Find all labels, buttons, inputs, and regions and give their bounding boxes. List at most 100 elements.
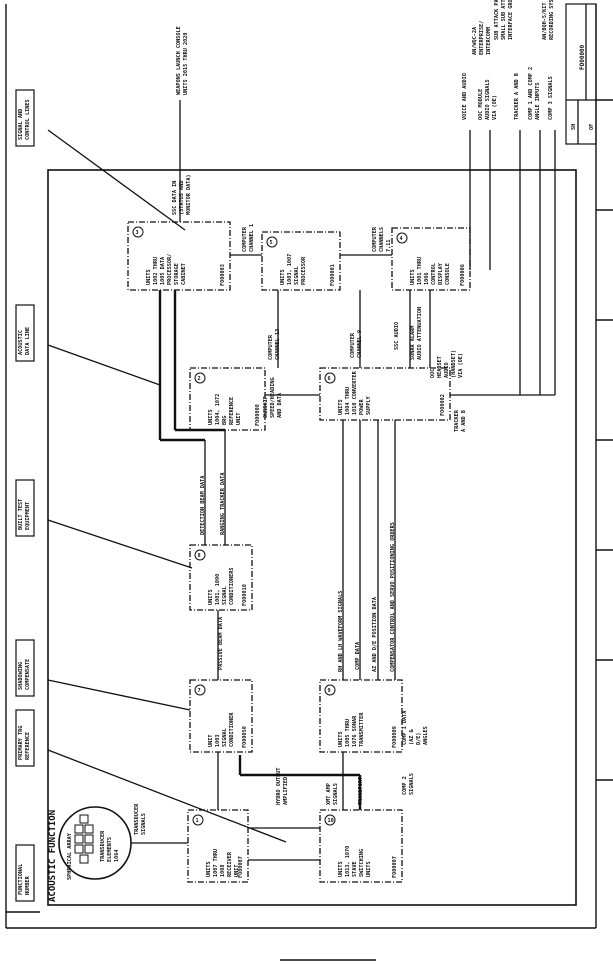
block-bubble-number: 9	[328, 688, 331, 694]
block-bubble-number: 2	[198, 376, 201, 382]
block-code: FO00008	[255, 404, 261, 426]
signal-label-comp_data: COMP DATA	[355, 641, 361, 670]
functional-boundary	[47, 169, 577, 906]
signal-label-detection: DETECTION BEAM DATA	[200, 475, 206, 535]
title-block-code: FO00000	[579, 44, 586, 70]
signal-label-out_right2: SMALL SUB ATTACK	[501, 0, 507, 40]
block-code: FO00006	[460, 264, 466, 286]
side-tag-text: SHADOWING	[18, 662, 24, 690]
signal-label-computer_ch13: COMPUTER	[268, 334, 274, 360]
signal-label-weapons_out: UNITS 2015 THRU 2020	[183, 33, 189, 95]
sphere-inner-1: ELEMENTS	[107, 837, 113, 862]
side-tag-text: DATA LINE	[25, 327, 31, 355]
signal-label-sonar_alarm: SONAR ALARM	[410, 326, 416, 360]
signal-label-voice: VOICE AND AUDIO	[462, 73, 468, 120]
block-text: 1010 CONVERTER	[352, 370, 358, 415]
signal-label-tracker: TRACKER	[454, 409, 460, 432]
signal-label-comp_1: D/E)	[416, 733, 422, 746]
block-bubble-number: 8	[198, 553, 201, 559]
signal-label-out_right3: AN/BQH-5/KIT DATA	[542, 0, 548, 40]
block-text: 1005 DATA	[160, 256, 166, 285]
signal-label-computer_ch2: COMPUTER	[372, 226, 378, 252]
signal-label-comp_1: ANGLES	[423, 726, 429, 745]
block-text: SIGNAL	[294, 266, 300, 285]
block-text: UNITS	[366, 861, 372, 877]
signal-label-comp_2: COMP 2	[402, 776, 408, 795]
block-text: UNITS	[338, 731, 344, 747]
signal-label-computer_ch1: CHANNEL 1	[249, 224, 255, 252]
diagram-title: ACOUSTIC FUNCTION	[48, 810, 58, 902]
signal-label-ooc: AUDIO	[444, 362, 450, 378]
block-text: UNITS	[338, 861, 344, 877]
block-bubble-number: 3	[136, 230, 139, 236]
signal-label-out_right1: ENTERPRISE/	[479, 21, 485, 55]
signal-label-comp_ab: COMP 1 AND COMP 2	[528, 67, 534, 120]
block-text: UNITS	[338, 399, 344, 415]
signal-label-hydro: AMPLIFIED	[283, 777, 289, 805]
side-tag-text: EQUIPMENT	[25, 502, 31, 530]
signal-label-tr_ab: TRACKER A AND B	[514, 73, 520, 120]
block-text: CABINET	[181, 263, 187, 285]
signal-label-ooc_module: AUDIO SIGNALS	[485, 79, 491, 120]
side-tag-text: CONTROL LINES	[25, 99, 31, 140]
block-text: UNITS	[208, 409, 214, 425]
side-tag-text: SIGNAL AND	[18, 109, 24, 140]
block-text: 1008	[220, 865, 226, 878]
signal-label-out_right2: INTERFACE GROUP	[508, 0, 514, 40]
signal-label-ooc: VIA (OE)	[458, 353, 464, 378]
signal-label-comp_ab: ANGLE INPUTS	[535, 83, 541, 120]
side-tag-text: BUILT TEST	[18, 499, 24, 530]
signal-label-weapons: (STATUS AND	[179, 181, 185, 215]
signal-label-ooc: (HANDSET)	[451, 350, 457, 378]
block-code: FO00007	[392, 856, 398, 878]
signal-label-comp_2: SIGNALS	[409, 773, 415, 795]
block-code: FO00010	[242, 584, 248, 606]
block-text: CONDITIONERS	[229, 568, 235, 605]
signal-label-ooc_module: OOC MODULE	[478, 89, 484, 120]
block-text: UNIT	[208, 735, 214, 748]
block-text: POWER	[359, 399, 365, 415]
block-text: 1076 SONAR	[352, 715, 358, 747]
signal-label-out_right1: INTERCOMM	[486, 27, 492, 55]
side-tag-text: PRIMARY TRG	[18, 726, 24, 760]
signal-label-hydro: HYDRO OUTPUT	[276, 768, 282, 805]
block-text: CONTROL	[431, 263, 437, 285]
block-text: PROCESSOR	[301, 256, 307, 285]
block-bubble-number: 1	[196, 818, 199, 824]
signal-label-comp_ctrl: COMPENSATOR CONTROL AND SERVO POSITIONIN…	[390, 522, 396, 672]
block-text: SWITCHING	[359, 849, 365, 877]
signal-label-az_de: AZ AND D/E POSITION DATA	[372, 596, 378, 672]
block-text: 1001 THRU	[417, 257, 423, 285]
signal-label-xmit: SIGNALS	[333, 783, 339, 805]
signal-label-rh_lh: RH AND LH WAVEFORM SIGNALS	[338, 591, 344, 672]
signal-label-out_right1: AN/WQC-2A	[472, 26, 478, 55]
signal-label-weapons: MONITOR DATA)	[186, 174, 192, 215]
signal-label-comp_1: (AZ &	[409, 729, 415, 745]
block-text: UNIT	[234, 865, 240, 878]
signal-label-ooc_module: VIA (OE)	[492, 95, 498, 120]
block-text: STORAGE	[174, 263, 180, 285]
block-code: FO00002	[440, 394, 446, 416]
signal-lines	[47, 100, 556, 861]
signal-label-computer_ch2: CHANNELS	[379, 227, 385, 252]
block-text: BRG	[222, 416, 228, 425]
transducer-grid	[74, 814, 94, 864]
side-tag-text: NUMBER	[25, 875, 31, 895]
block-text: STAVE	[352, 861, 358, 877]
signal-label-transducer: SIGNALS	[141, 813, 147, 835]
signal-label-weapons_out: WEAPONS LAUNCH CONSOLE	[176, 26, 182, 95]
block-code: FO00003	[220, 264, 226, 286]
signal-label-comp_1: COMP 1 DATA	[402, 710, 408, 745]
